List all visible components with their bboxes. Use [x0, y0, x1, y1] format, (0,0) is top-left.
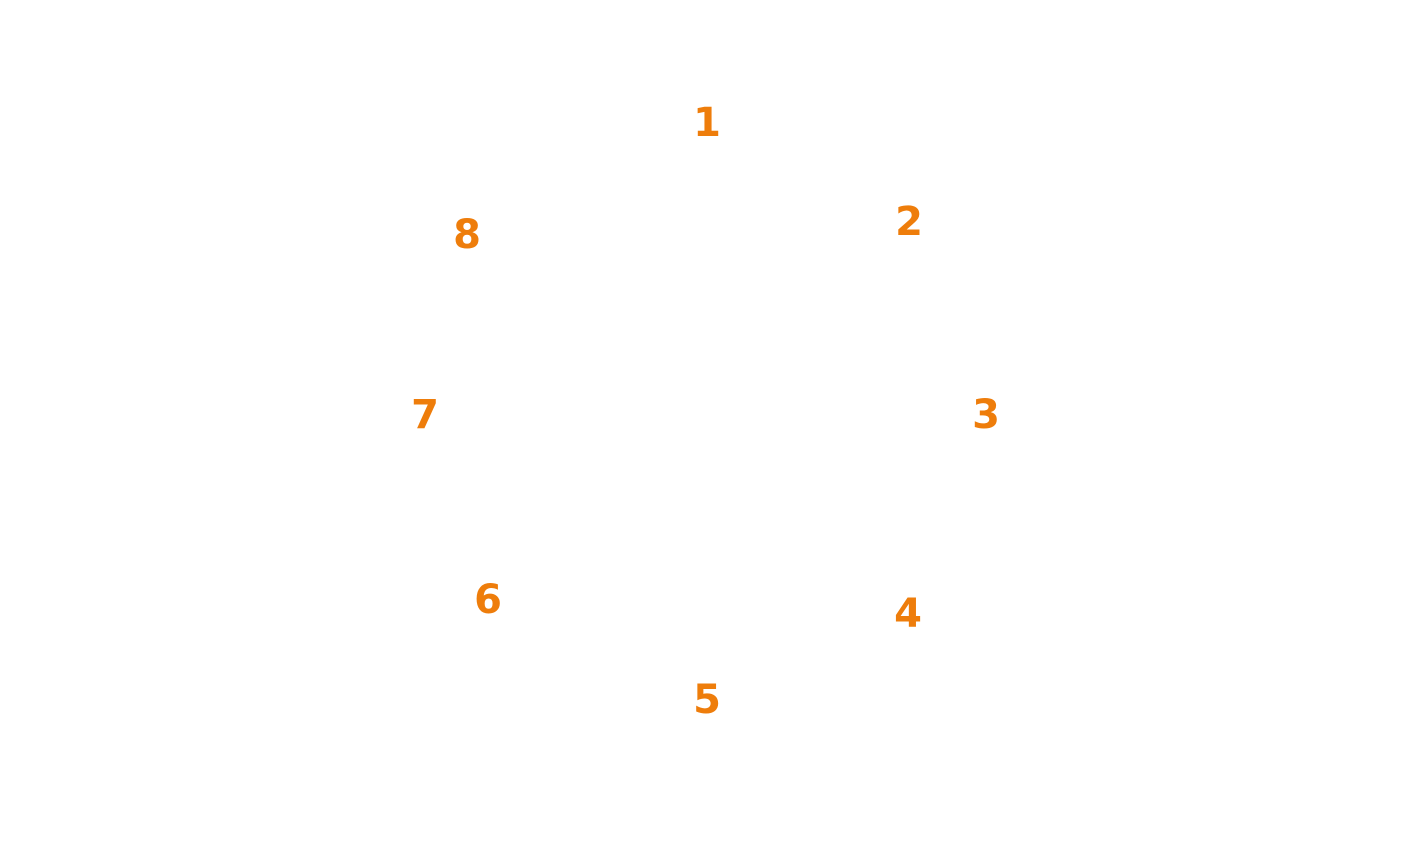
number-label-5: 5 — [693, 677, 721, 723]
number-label-6: 6 — [474, 577, 502, 623]
number-label-1: 1 — [693, 100, 721, 146]
number-label-3: 3 — [972, 392, 1000, 438]
number-label-4: 4 — [894, 591, 922, 637]
number-label-7: 7 — [411, 392, 439, 438]
number-label-2: 2 — [895, 199, 923, 245]
number-label-8: 8 — [453, 212, 481, 258]
